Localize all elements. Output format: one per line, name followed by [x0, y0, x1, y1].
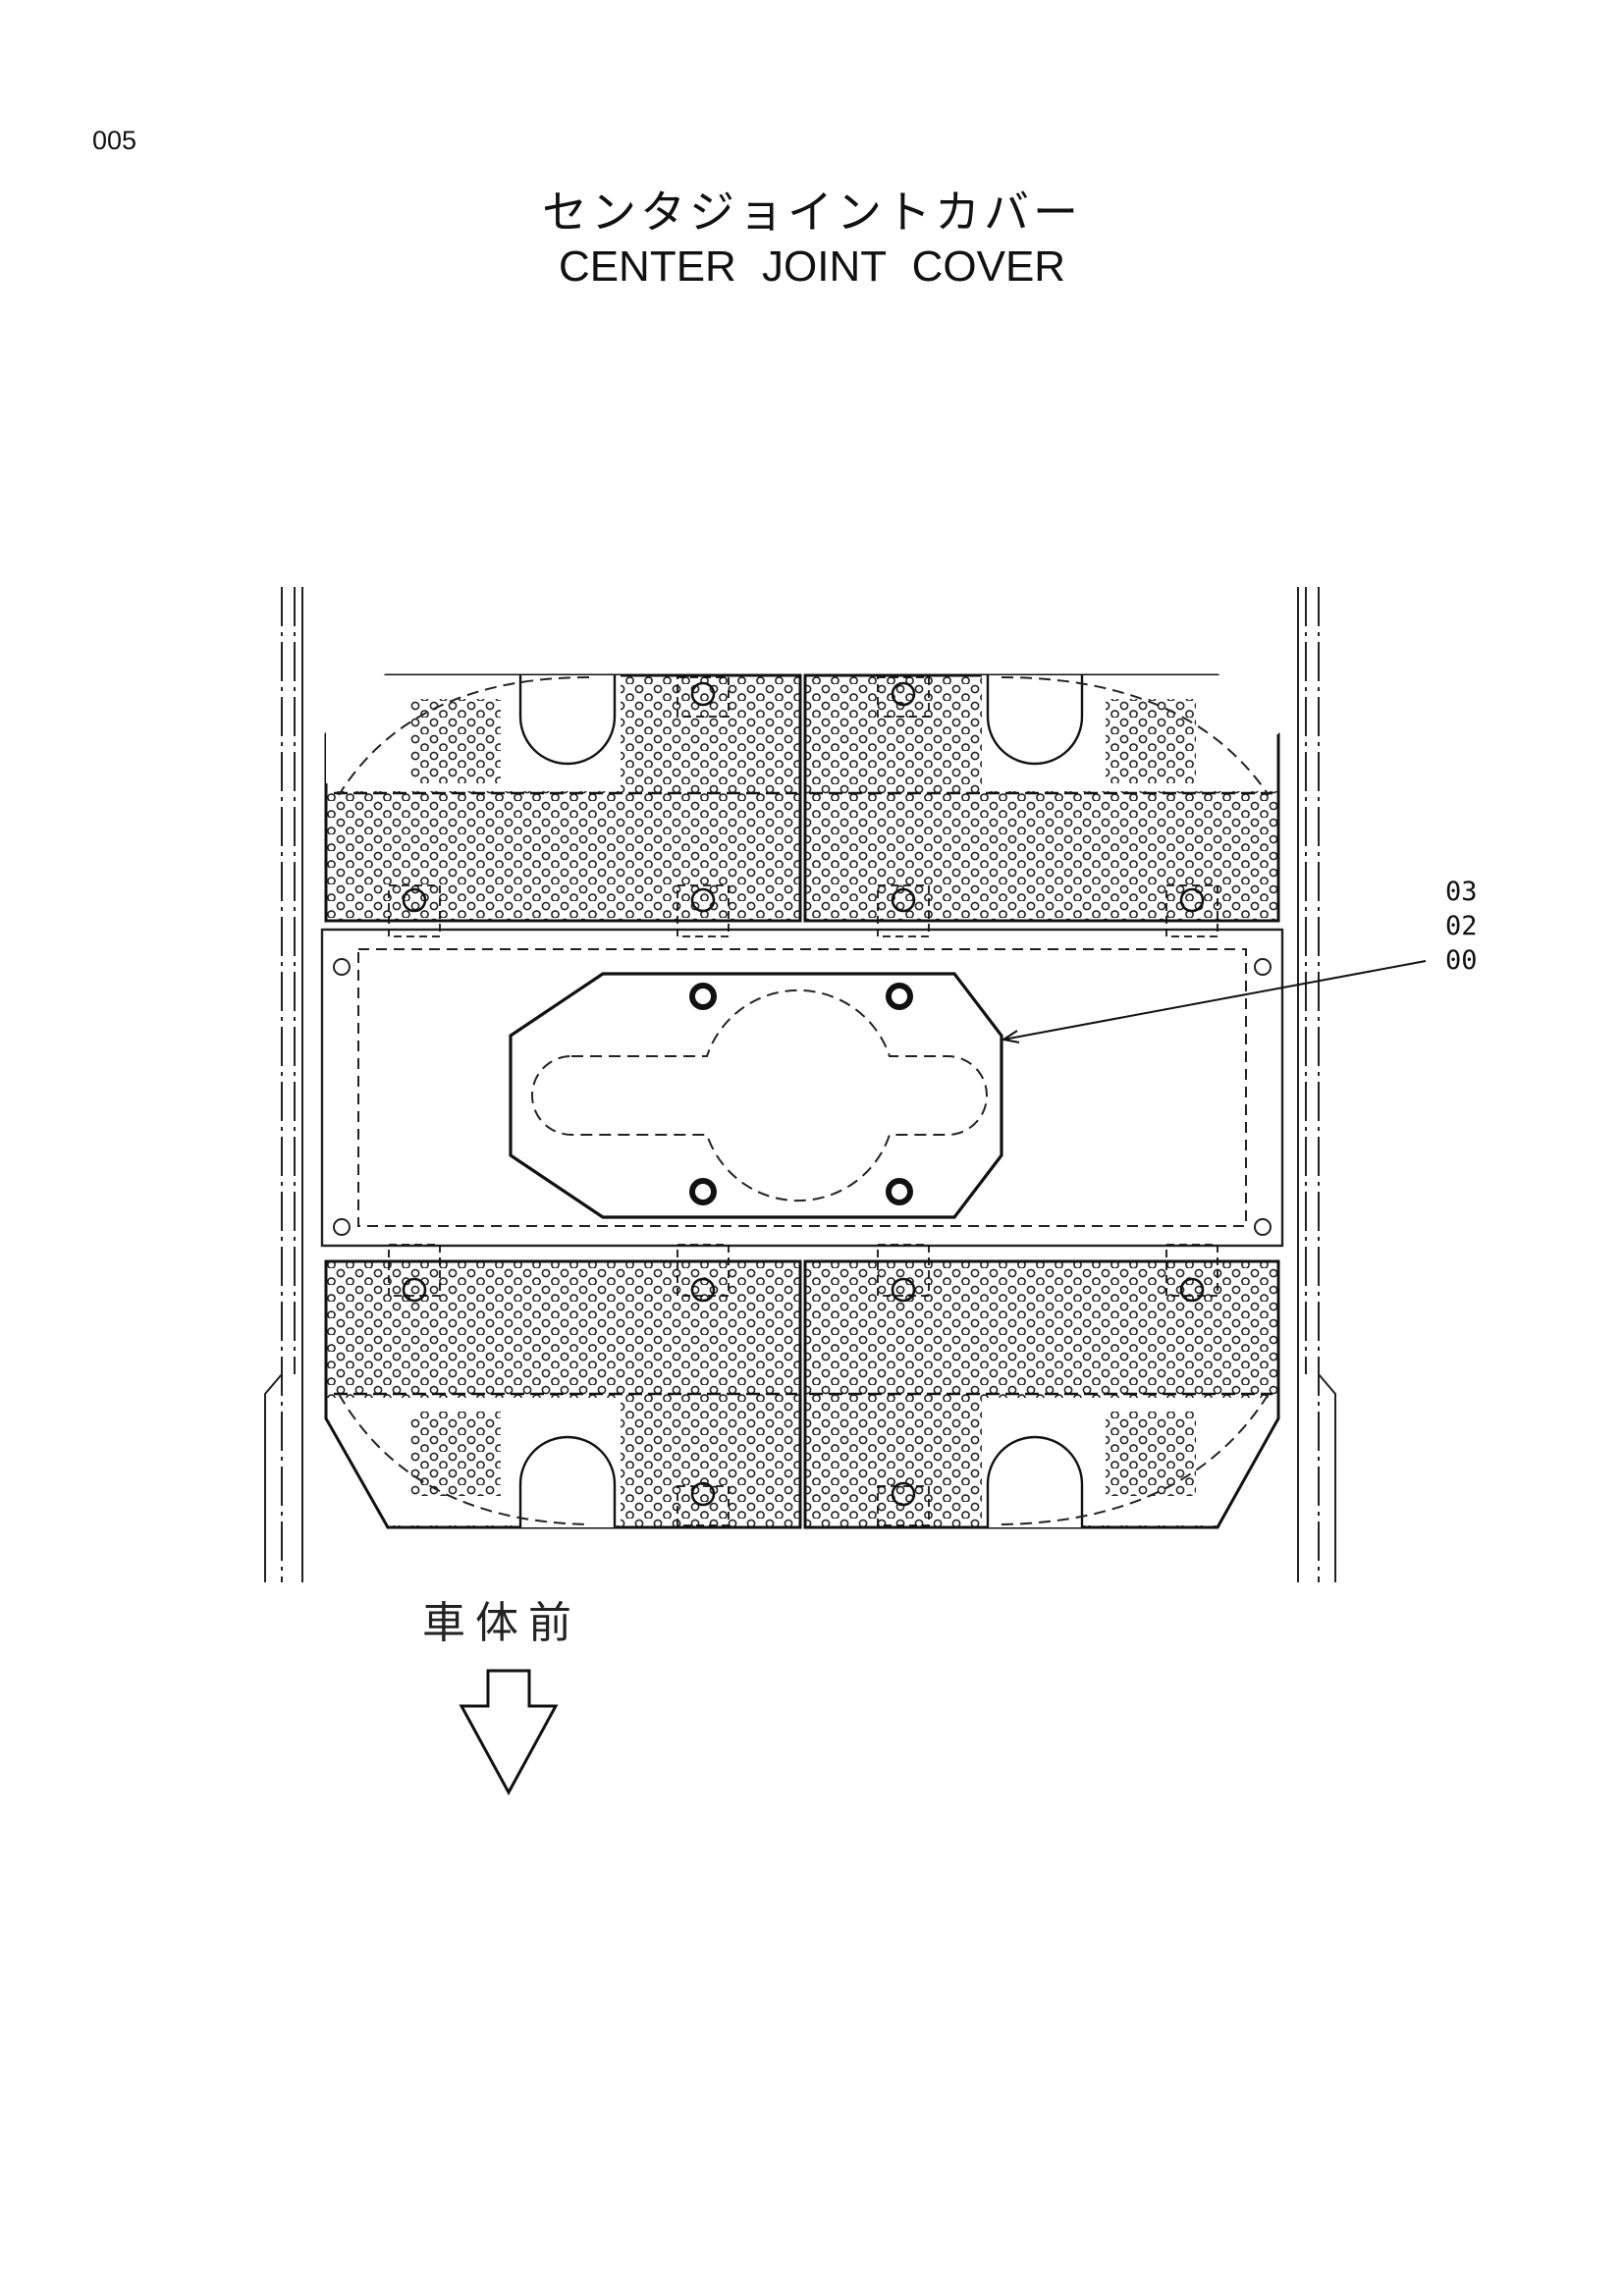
title-japanese: センタジョイントカバー: [542, 186, 1082, 239]
part-ref-03: 03: [1445, 877, 1478, 907]
frame-rails: [281, 587, 1320, 1582]
bottom-right-cover-panel: [803, 1259, 1280, 1529]
front-direction-label: 車体前: [422, 1598, 581, 1648]
page-number: 005: [92, 126, 137, 155]
center-frame-plate: [320, 928, 1284, 1248]
down-arrow-icon: [459, 1669, 559, 1796]
callout-leader: [1001, 960, 1427, 1043]
center-joint-cover-plate: [509, 972, 1003, 1219]
bottom-left-cover-panel: [324, 1259, 802, 1529]
part-ref-00: 00: [1445, 945, 1478, 976]
top-right-cover-panel: [803, 673, 1280, 923]
title-english: CENTER JOINT COVER: [558, 242, 1066, 291]
part-ref-02: 02: [1445, 911, 1478, 941]
mounting-bolts: [388, 676, 1218, 1526]
top-left-cover-panel: [324, 673, 802, 923]
